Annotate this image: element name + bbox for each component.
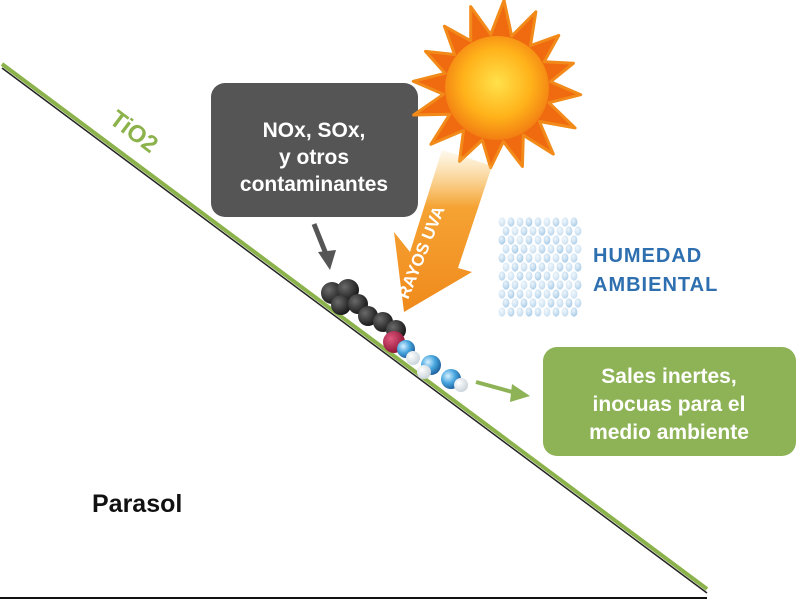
humidity-label-line-2: AMBIENTAL: [593, 274, 718, 296]
tio2-coating-line: [0, 62, 709, 591]
pollutants-line-2: y otros: [279, 146, 349, 169]
pollutant-particles: [321, 279, 406, 340]
uv-rays-arrow: RAYOS UVA: [394, 150, 492, 312]
sun-icon: [411, 0, 583, 170]
result-arrow: [475, 380, 530, 402]
parasol-surface-line: [1, 67, 708, 594]
result-box: [543, 347, 796, 456]
result-line-1: Sales inertes,: [601, 365, 736, 388]
pollutants-line-3: contaminantes: [240, 173, 388, 196]
result-line-3: medio ambiente: [589, 421, 749, 444]
pollutants-callout: NOx, SOx, y otros contaminantes: [211, 83, 418, 217]
pollutants-arrow: [311, 223, 336, 270]
pollutants-line-1: NOx, SOx,: [263, 119, 366, 142]
reaction-molecules: [383, 331, 468, 392]
result-callout: Sales inertes, inocuas para el medio amb…: [543, 347, 796, 456]
parasol-label: Parasol: [92, 490, 182, 518]
humidity-label-line-1: HUMEDAD: [593, 245, 702, 267]
pollutants-box: [211, 83, 418, 217]
humidity-droplets-icon: [498, 217, 582, 317]
result-line-2: inocuas para el: [593, 393, 746, 416]
